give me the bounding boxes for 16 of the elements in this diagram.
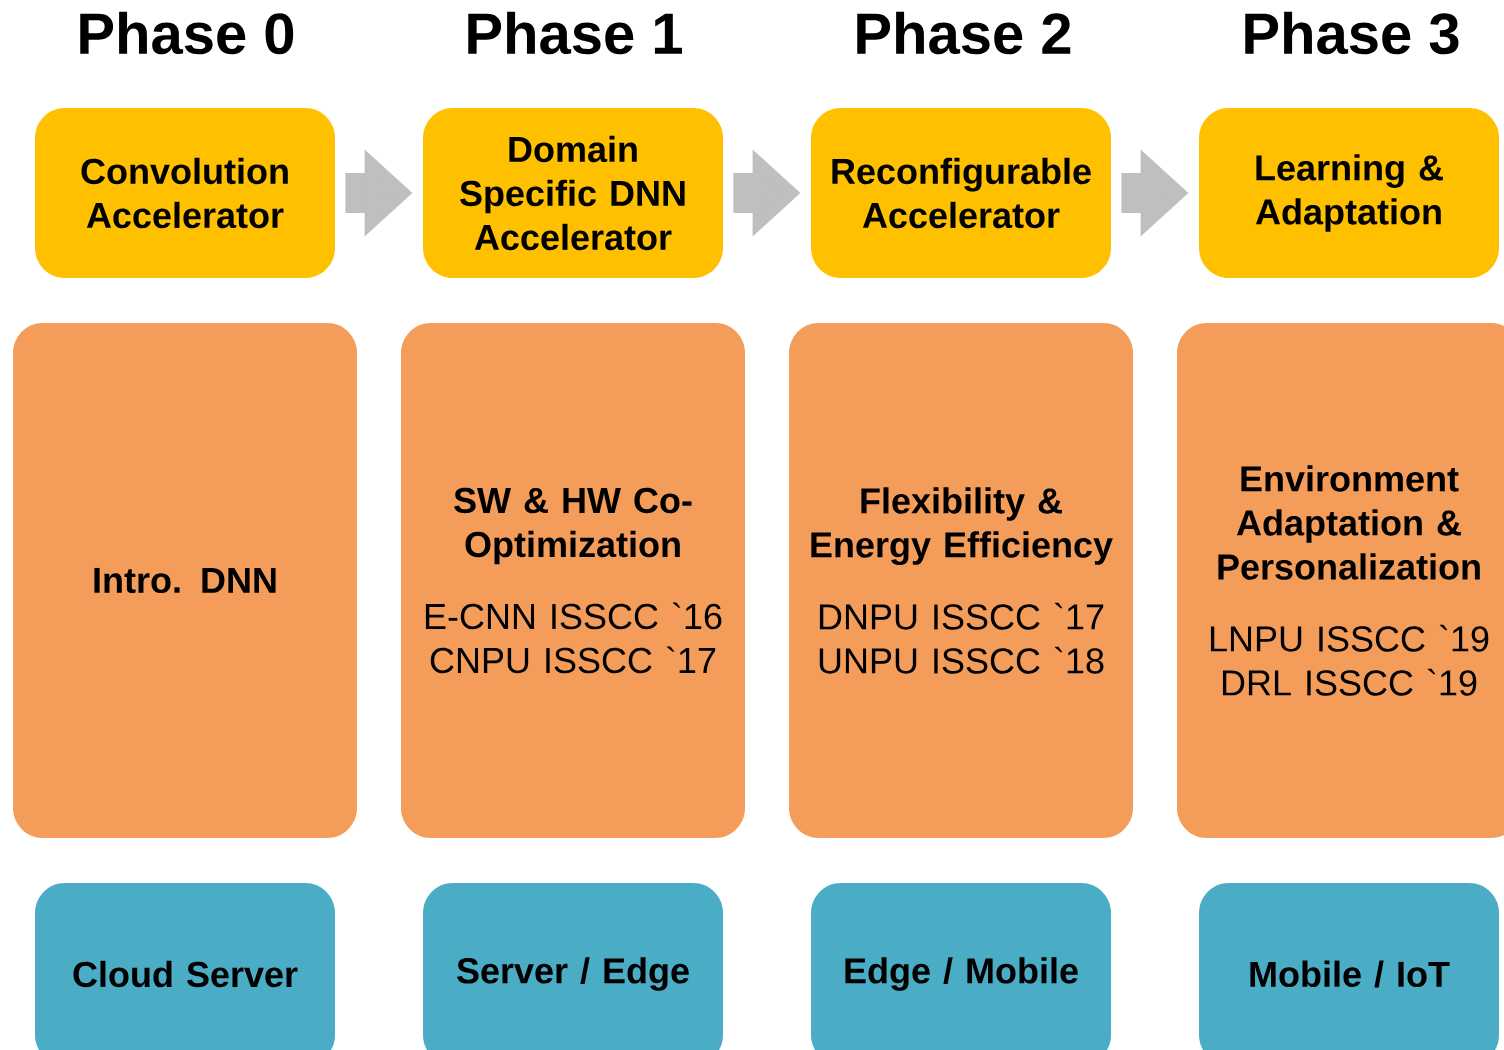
platform-box: Mobile / IoT — [1199, 883, 1499, 1050]
platform-box: Edge / Mobile — [811, 883, 1111, 1050]
platform-box: Cloud Server — [35, 883, 335, 1050]
phase-box: Reconfigurable Accelerator — [811, 108, 1111, 278]
phase-box: Learning & Adaptation — [1199, 108, 1499, 278]
phase-title: Phase 2 — [857, 11, 1071, 55]
phase-box: Convolution Accelerator — [35, 108, 335, 278]
detail-box: SW & HW Co-Optimization E-CNN ISSCC `16 CNPU ISSCC `17 — [401, 323, 745, 838]
phase-title: Phase 1 — [468, 11, 682, 55]
detail-box: Intro. DNN — [13, 323, 357, 838]
phase-box: Domain Specific DNN Accelerator — [423, 108, 723, 278]
detail-box: Flexibility & Energy Efficiency DNPU ISSCC `17 UNPU ISSCC `18 — [789, 323, 1133, 838]
phase-title: Phase 3 — [1245, 11, 1459, 55]
platform-box: Server / Edge — [423, 883, 723, 1050]
phase-title: Phase 0 — [80, 11, 294, 55]
detail-box: Environment Adaptation & Personalization LNPU ISSCC `19 DRL ISSCC `19 — [1177, 323, 1504, 838]
